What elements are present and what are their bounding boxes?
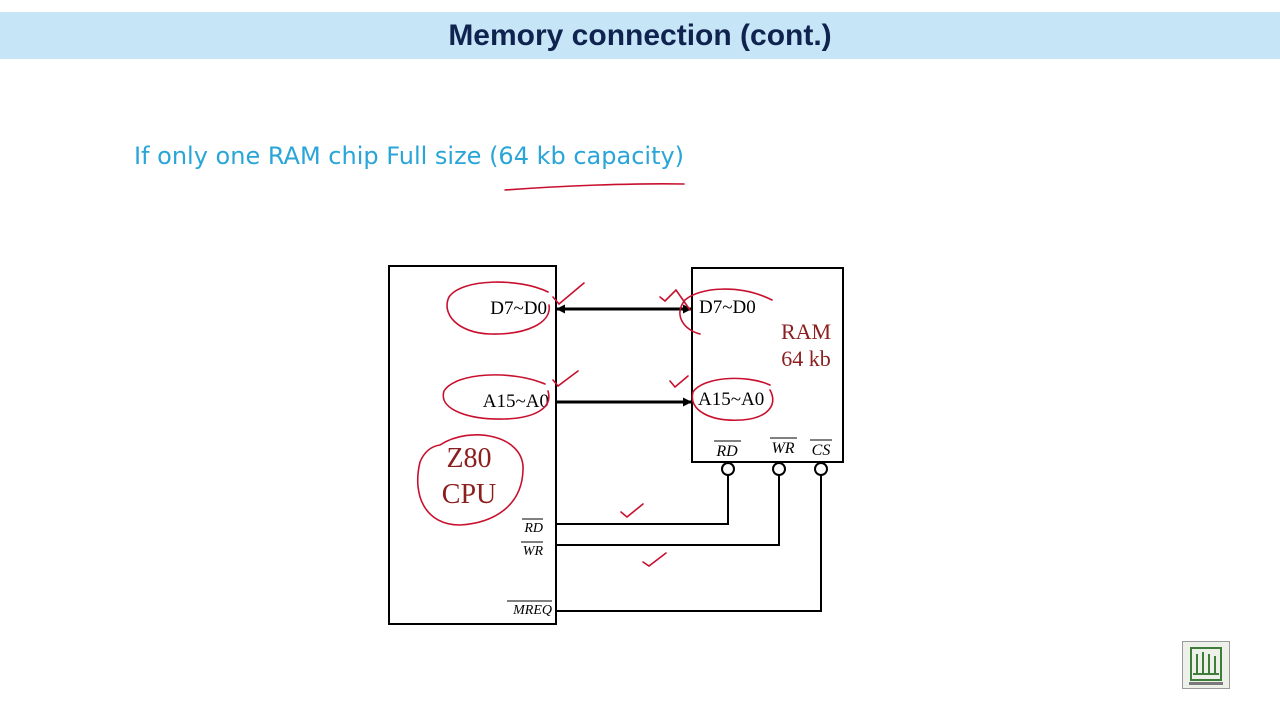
cpu-name-circle-mark — [416, 434, 524, 526]
cpu-name-line2: CPU — [442, 479, 496, 510]
ram-block — [691, 267, 844, 463]
ram-name-line2: 64 kb — [781, 346, 831, 371]
mreq-wire — [556, 475, 822, 612]
cpu-block — [388, 265, 557, 625]
check-mark — [552, 282, 585, 306]
cpu-name-line1: Z80 — [446, 443, 491, 474]
cpu-data-bus-label: D7~D0 — [490, 298, 547, 319]
cpu-rd-label: RD — [523, 521, 543, 536]
check-mark — [642, 552, 667, 567]
check-mark — [669, 375, 689, 389]
ram-data-bus-label: D7~D0 — [699, 297, 756, 318]
cpu-wr-label: WR — [523, 544, 544, 559]
check-mark — [659, 288, 691, 311]
wr-wire — [556, 475, 780, 546]
rd-wire — [556, 475, 729, 525]
ram-wr-label: WR — [771, 440, 794, 457]
check-mark — [620, 503, 644, 519]
cpu-address-bus-circle-mark — [442, 374, 550, 420]
cpu-mreq-label: MREQ — [512, 603, 552, 618]
ram-name-line1: RAM — [781, 319, 831, 344]
cpu-address-bus-label: A15~A0 — [483, 391, 549, 412]
ram-address-bus-circle-mark — [691, 377, 774, 421]
university-logo-icon — [1182, 641, 1230, 689]
subtitle-underline-mark — [504, 183, 685, 191]
ram-wr-bubble — [772, 462, 786, 476]
ram-rd-label: RD — [715, 443, 738, 460]
pen-annotations — [416, 183, 774, 567]
ram-data-bus-circle-mark — [679, 288, 773, 335]
ram-cs-bubble — [814, 462, 828, 476]
ram-cs-label: CS — [812, 442, 831, 459]
title-bar: Memory connection (cont.) — [0, 12, 1280, 59]
slide-title: Memory connection (cont.) — [448, 18, 832, 52]
slide-subtitle: If only one RAM chip Full size (64 kb ca… — [134, 142, 685, 170]
ram-rd-bubble — [721, 462, 735, 476]
check-mark — [552, 370, 579, 388]
cpu-data-bus-circle-mark — [446, 281, 550, 335]
ram-address-bus-label: A15~A0 — [698, 389, 764, 410]
